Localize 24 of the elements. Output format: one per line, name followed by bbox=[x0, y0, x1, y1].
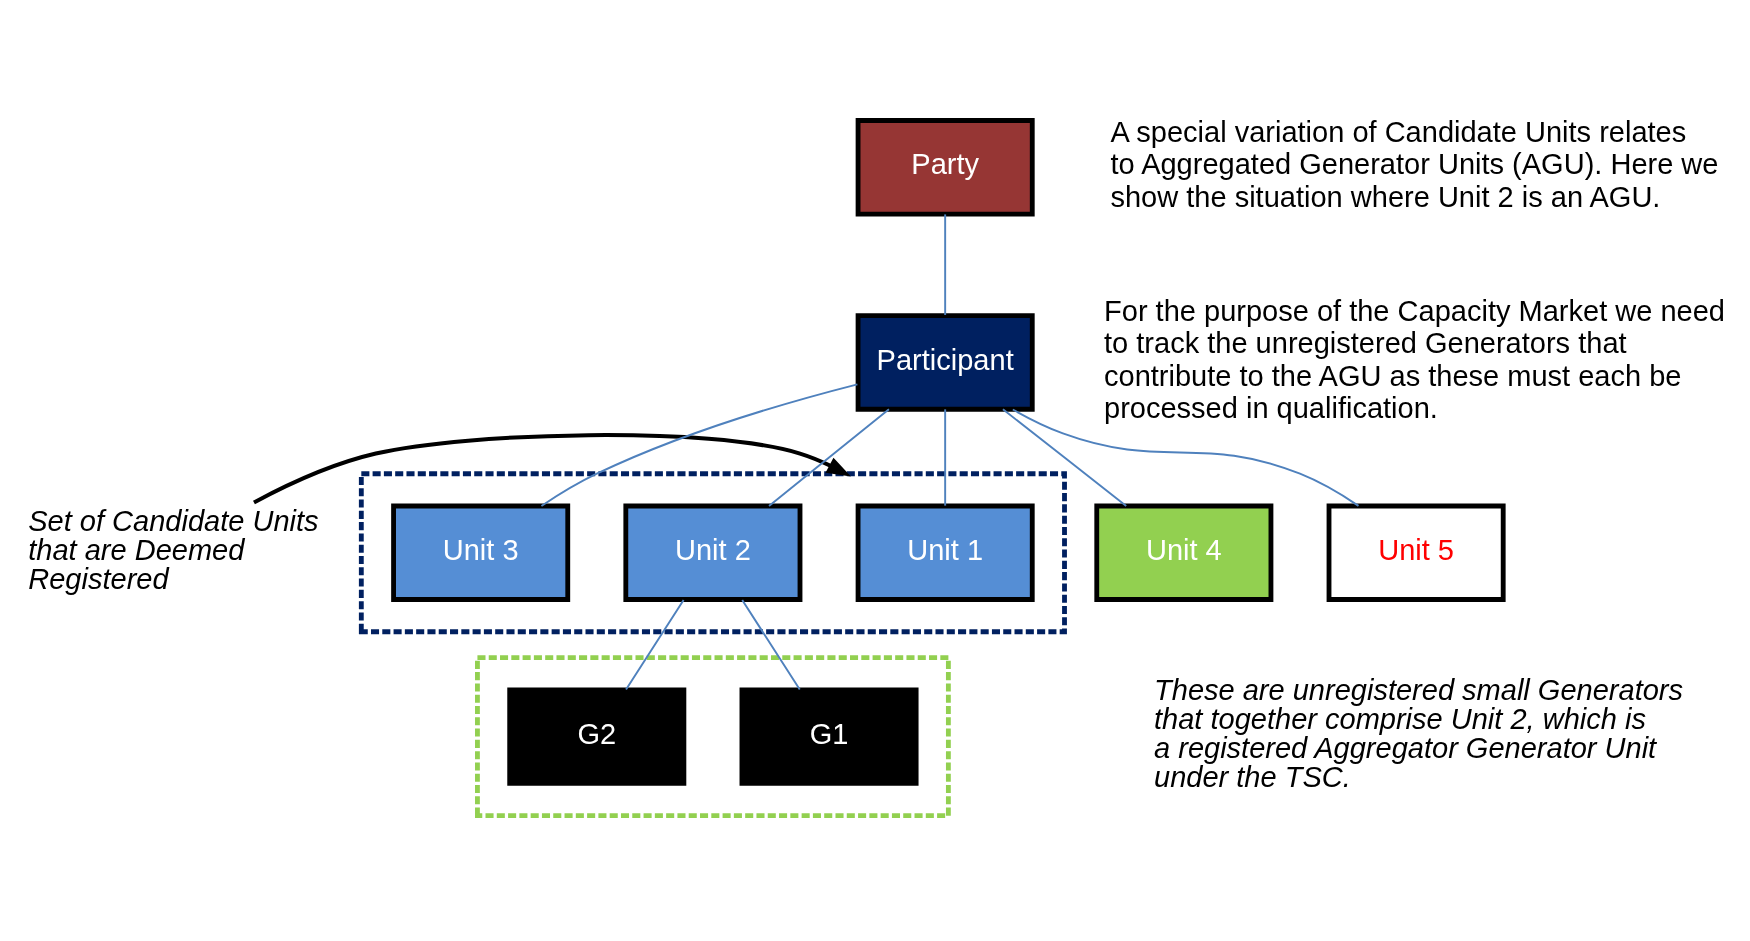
connector bbox=[944, 213, 947, 316]
connector bbox=[944, 408, 947, 507]
node-box: Unit 1 bbox=[855, 503, 1035, 602]
label: These are unregistered small Generators that together comprise Unit 2, which is a registered Aggregator Generator Unit under the TSC. bbox=[1154, 674, 1683, 794]
node-text: Set of Candidate Units that are Deemed Registered bbox=[28, 504, 319, 595]
label: For the purpose of the Capacity Market we need to track the unregistered Generators that contribute to the AGU as these must each be processed in qualification. bbox=[1104, 295, 1725, 424]
connector bbox=[1002, 408, 1128, 507]
node-box: G2 bbox=[507, 687, 687, 786]
node-box: Party bbox=[855, 118, 1035, 217]
node-box: Unit 2 bbox=[623, 503, 803, 602]
connector bbox=[625, 599, 685, 691]
node-box: Unit 4 bbox=[1094, 503, 1274, 602]
connector bbox=[1011, 408, 1360, 507]
connector bbox=[741, 599, 801, 691]
node-box: Participant bbox=[855, 313, 1035, 412]
node-box: G1 bbox=[739, 687, 919, 786]
connector bbox=[540, 383, 859, 507]
connector bbox=[768, 408, 890, 507]
arrow bbox=[253, 433, 851, 505]
node-box: Unit 3 bbox=[391, 503, 571, 602]
cluster bbox=[475, 655, 951, 819]
node-box: Unit 5 bbox=[1326, 503, 1506, 602]
cluster bbox=[358, 471, 1067, 635]
label: A special variation of Candidate Units relates to Aggregated Generator Units (AGU). Here we show the situation where Unit 2 is an AGU. bbox=[1110, 116, 1719, 213]
